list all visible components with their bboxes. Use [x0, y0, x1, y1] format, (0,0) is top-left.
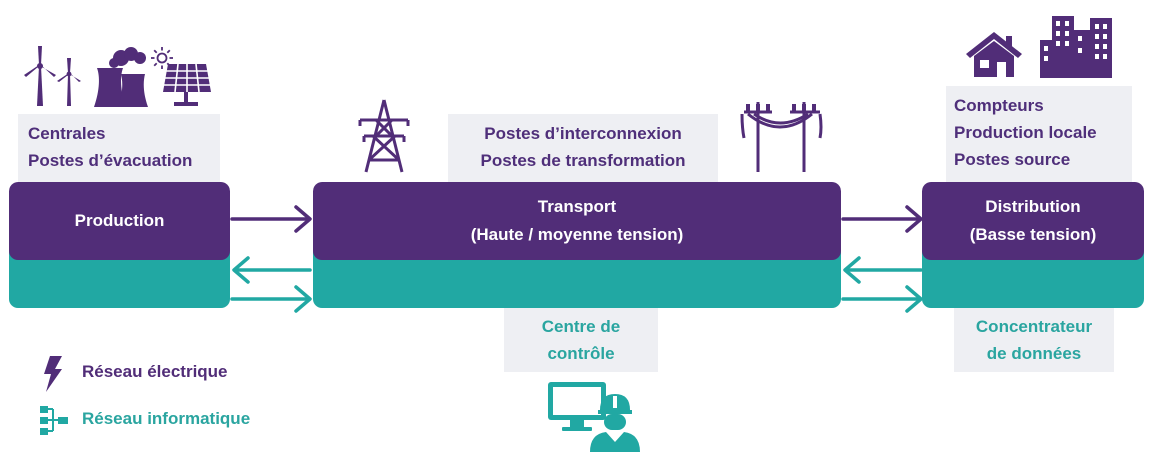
legend-electric-label: Réseau électrique	[82, 362, 228, 381]
distribution-caption-line: Production locale	[954, 123, 1097, 142]
wind-turbine-icon	[24, 46, 81, 106]
production-caption-line: Centrales	[28, 124, 106, 143]
control-center-caption-box	[504, 308, 658, 372]
power-line-pole-icon	[740, 102, 823, 172]
distribution-caption-line: Postes source	[954, 150, 1071, 169]
distribution-label-line: Distribution	[985, 197, 1081, 216]
legend-it-label: Réseau informatique	[82, 409, 251, 428]
transport-label-line: Transport	[537, 197, 617, 216]
arrow-distribution-to-transport-it	[843, 256, 923, 284]
concentrator-caption-line: Concentrateur	[975, 317, 1093, 336]
production-block: Production	[9, 182, 230, 308]
arrow-production-to-transport-electric	[230, 205, 312, 233]
production-caption-line: Postes d’évacuation	[28, 151, 193, 170]
network-icon	[40, 406, 68, 435]
production-label: Production	[74, 211, 165, 230]
production-caption: Centrales Postes d’évacuation	[28, 120, 192, 174]
distribution-caption-line: Compteurs	[954, 96, 1044, 115]
concentrator-caption-box	[954, 308, 1114, 372]
transport-label-line: (Haute / moyenne tension)	[470, 225, 684, 244]
lightning-icon	[44, 356, 62, 392]
buildings-icon	[1040, 16, 1112, 78]
power-plant-icon	[94, 47, 148, 107]
operator-icon	[590, 394, 640, 452]
transport-block: Transport (Haute / moyenne tension)	[313, 182, 841, 308]
production-electric-band: Production	[9, 182, 230, 260]
transport-caption: Postes d’interconnexion Postes de transf…	[448, 120, 718, 174]
transport-caption-line: Postes d’interconnexion	[484, 124, 682, 143]
distribution-electric-band: Distribution (Basse tension)	[922, 182, 1144, 260]
concentrator-caption-line: de données	[986, 344, 1082, 363]
distribution-caption-box	[946, 86, 1132, 182]
solar-panel-icon	[163, 63, 211, 106]
transport-caption-box	[448, 114, 718, 182]
control-center-caption-line: Centre de	[541, 317, 621, 336]
distribution-caption: Compteurs Production locale Postes sourc…	[954, 92, 1097, 173]
concentrator-caption: Concentrateur de données	[954, 313, 1114, 367]
production-caption-box	[18, 114, 220, 182]
control-center-caption-line: contrôle	[547, 344, 615, 363]
distribution-label-line: (Basse tension)	[969, 225, 1097, 244]
control-center-caption: Centre de contrôle	[504, 313, 658, 367]
arrow-transport-to-production-it	[232, 256, 312, 284]
monitor-icon	[548, 382, 606, 431]
arrow-transport-to-distribution-it	[841, 285, 923, 313]
transport-caption-line: Postes de transformation	[480, 151, 686, 170]
house-icon	[966, 32, 1022, 77]
pylon-icon	[358, 99, 410, 173]
transport-electric-band: Transport (Haute / moyenne tension)	[313, 182, 841, 260]
distribution-block: Distribution (Basse tension)	[922, 182, 1144, 308]
arrow-transport-to-distribution-electric	[841, 205, 923, 233]
arrow-production-to-transport-it	[230, 285, 312, 313]
